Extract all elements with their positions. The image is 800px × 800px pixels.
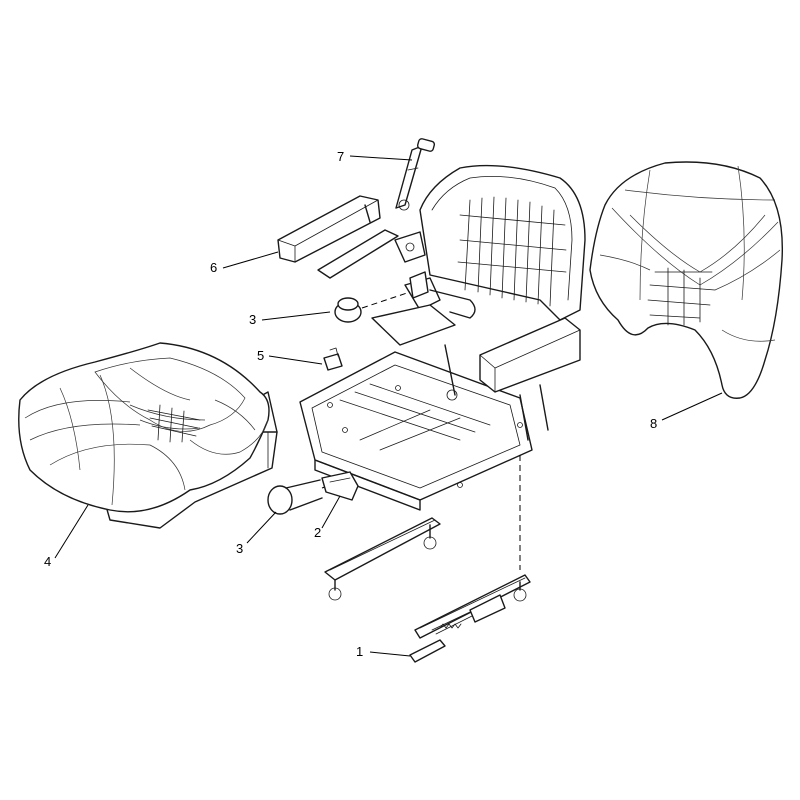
leader-7 xyxy=(349,155,413,161)
callout-8: 8 xyxy=(650,416,657,431)
leader-4 xyxy=(54,504,89,559)
callout-1: 1 xyxy=(356,644,363,659)
leader-2 xyxy=(321,495,341,529)
leader-6 xyxy=(222,251,279,269)
switch xyxy=(323,347,343,371)
leader-lines xyxy=(54,155,723,657)
armrest xyxy=(277,195,399,279)
shock-absorber xyxy=(395,138,436,211)
latch-plate xyxy=(321,471,359,501)
callout-4: 4 xyxy=(44,554,51,569)
slide-rails xyxy=(324,455,531,663)
leader-1 xyxy=(369,651,411,657)
callouts: 7 6 3 5 4 3 2 1 8 xyxy=(44,149,657,659)
callout-5: 5 xyxy=(257,348,264,363)
callout-3-upper: 3 xyxy=(249,312,256,327)
callout-6: 6 xyxy=(210,260,217,275)
leader-3-upper xyxy=(261,311,331,321)
callout-2: 2 xyxy=(314,525,321,540)
leader-8 xyxy=(661,392,723,421)
leader-5 xyxy=(268,355,323,365)
backrest-cushion xyxy=(589,161,784,399)
callout-7: 7 xyxy=(337,149,344,164)
seat-cushion xyxy=(18,342,278,529)
knob-upper xyxy=(334,271,429,323)
callout-3-lower: 3 xyxy=(236,541,243,556)
knob-lower xyxy=(267,479,346,515)
leader-3-lower xyxy=(246,511,277,544)
